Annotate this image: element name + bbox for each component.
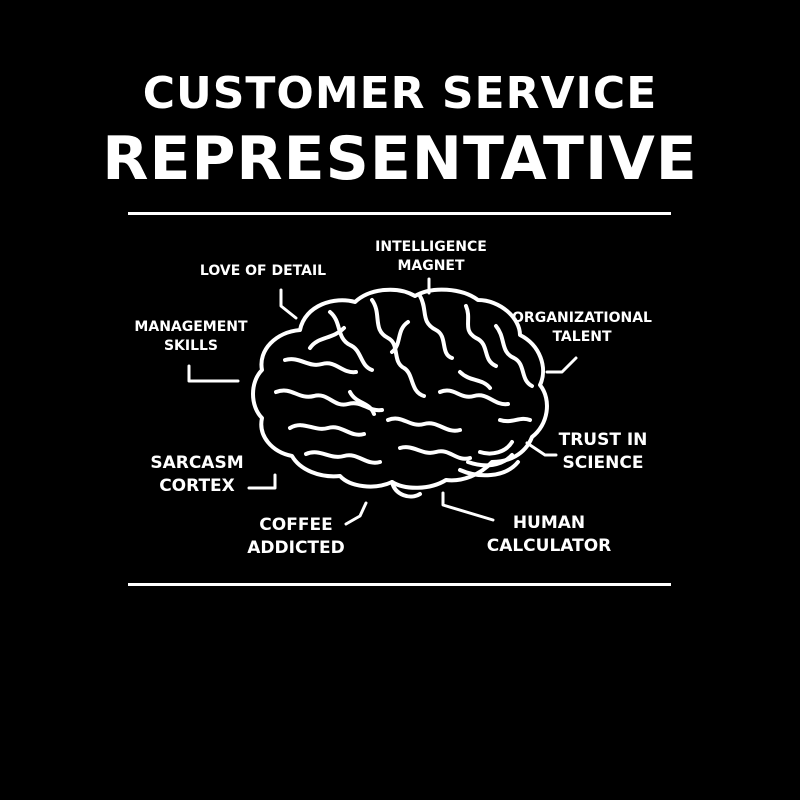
connector-management-skills	[187, 364, 240, 383]
connector-coffee-addicted	[344, 501, 368, 526]
label-management-skills-line-1: MANAGEMENT	[134, 319, 248, 335]
label-intelligence-magnet-line-1: INTELLIGENCE	[375, 239, 487, 255]
label-coffee-addicted: COFFEE ADDICTED	[240, 514, 352, 560]
label-human-calculator-line-2: CALCULATOR	[486, 535, 612, 556]
label-management-skills-line-2: SKILLS	[163, 337, 219, 354]
label-sarcasm-cortex: SARCASM CORTEX	[140, 452, 254, 498]
connector-sarcasm-cortex	[247, 473, 277, 490]
label-coffee-addicted-line-2: ADDICTED	[247, 537, 345, 558]
label-coffee-addicted-line-1: COFFEE	[259, 515, 333, 535]
label-organizational-talent-line-1: ORGANIZATIONAL	[512, 310, 652, 326]
label-sarcasm-cortex-line-1: SARCASM	[150, 453, 244, 473]
label-sarcasm-cortex-line-2: CORTEX	[159, 475, 235, 496]
label-trust-in-science-line-2: SCIENCE	[562, 452, 644, 473]
label-intelligence-magnet-line-2: MAGNET	[397, 257, 465, 274]
label-trust-in-science: TRUST IN SCIENCE	[548, 429, 658, 475]
label-human-calculator: HUMAN CALCULATOR	[482, 512, 616, 558]
label-management-skills: MANAGEMENT SKILLS	[128, 318, 254, 356]
label-intelligence-magnet: INTELLIGENCE MAGNET	[370, 238, 492, 276]
connector-human-calculator	[441, 491, 495, 522]
title-line-1: CUSTOMER SERVICE	[142, 68, 658, 119]
connector-love-of-detail	[279, 288, 298, 320]
label-love-of-detail: LOVE OF DETAIL	[197, 262, 329, 281]
connector-lines	[187, 277, 578, 526]
label-trust-in-science-line-1: TRUST IN	[558, 430, 648, 450]
connector-trust-in-science	[525, 441, 558, 457]
title-line-2: REPRESENTATIVE	[102, 124, 698, 194]
label-love-of-detail-line-1: LOVE OF DETAIL	[199, 263, 327, 279]
bottom-divider	[128, 583, 671, 586]
brain-icon	[251, 287, 549, 499]
label-human-calculator-line-1: HUMAN	[512, 513, 586, 533]
label-organizational-talent: ORGANIZATIONAL TALENT	[506, 309, 658, 347]
connector-organizational-talent	[545, 356, 578, 374]
label-organizational-talent-line-2: TALENT	[552, 328, 612, 345]
top-divider	[128, 212, 671, 215]
